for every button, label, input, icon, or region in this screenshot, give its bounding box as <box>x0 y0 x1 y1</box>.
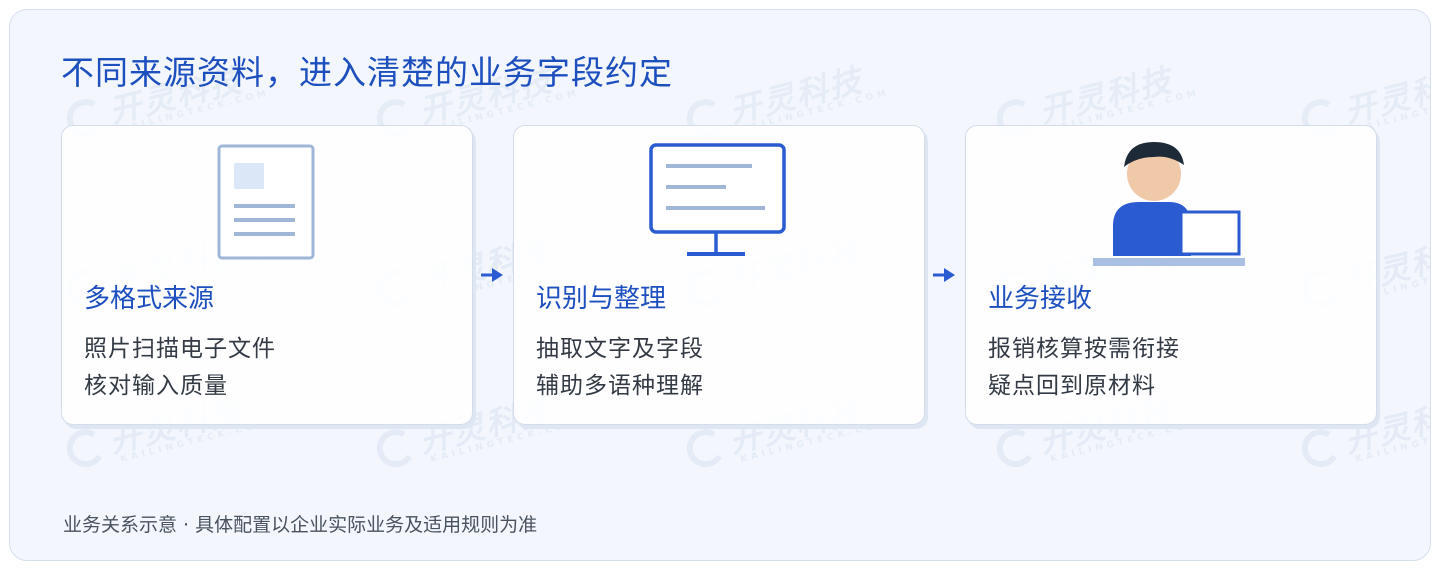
step-line: 照片扫描电子文件 <box>84 336 276 362</box>
step-card-business: 业务接收 报销核算按需衔接 疑点回到原材料 <box>965 125 1377 425</box>
arrow-right-icon <box>933 268 955 282</box>
monitor-icon <box>649 143 786 256</box>
step-line: 核对输入质量 <box>84 373 228 399</box>
step-line: 疑点回到原材料 <box>988 373 1156 399</box>
step-title: 识别与整理 <box>536 284 667 314</box>
document-icon <box>217 144 315 260</box>
person-at-computer-icon <box>1093 142 1245 266</box>
step-line: 抽取文字及字段 <box>536 336 704 362</box>
step-title: 多格式来源 <box>84 284 215 314</box>
step-card-recognition: 识别与整理 抽取文字及字段 辅助多语种理解 <box>513 125 925 425</box>
step-line: 报销核算按需衔接 <box>988 336 1180 362</box>
footnote: 业务关系示意 · 具体配置以企业实际业务及适用规则为准 <box>63 514 538 536</box>
step-card-sources: 多格式来源 照片扫描电子文件 核对输入质量 <box>61 125 473 425</box>
diagram-title: 不同来源资料，进入清楚的业务字段约定 <box>61 53 673 92</box>
step-line: 辅助多语种理解 <box>536 373 704 399</box>
arrow-right-icon <box>481 268 503 282</box>
step-title: 业务接收 <box>988 284 1093 314</box>
